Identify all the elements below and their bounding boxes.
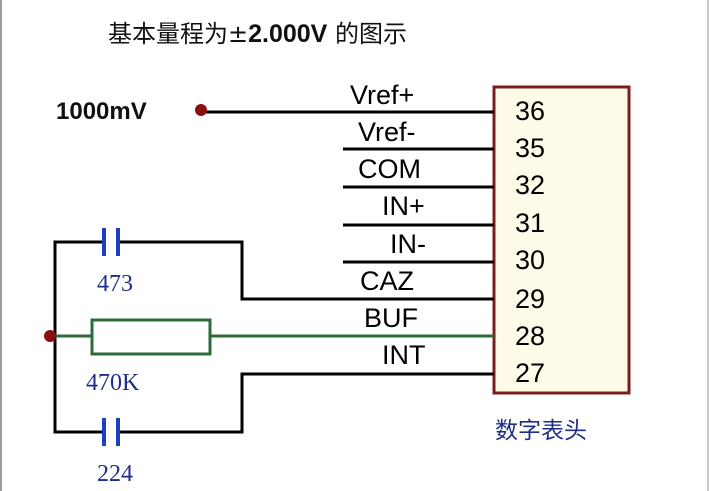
pin-name-vref-plus: Vref+ [350,80,415,110]
junction-node [44,330,56,342]
title-suffix: 的图示 [327,20,407,48]
resistor-470k-body [90,318,212,356]
pin-name-in-minus: IN- [390,229,426,259]
pin-number-28: 28 [515,321,546,351]
pin-name-int: INT [382,340,426,370]
chip-label: 数字表头 [495,418,587,444]
chip-body [492,85,631,395]
wire-int [118,372,494,434]
input-node [195,104,207,116]
capacitor-224-label: 224 [97,461,133,487]
pin-number-27: 27 [515,358,546,388]
pin-number-32: 32 [515,170,546,200]
pin-name-in-plus: IN+ [382,191,425,221]
frame-left-edge [0,0,2,491]
pin-number-29: 29 [515,284,546,314]
pin-number-31: 31 [515,208,546,238]
pin-name-com: COM [358,154,421,184]
pin-number-35: 35 [515,133,546,163]
pin-name-vref-minus: Vref- [358,117,416,147]
capacitor-473-label: 473 [97,271,133,297]
resistor-470k-label: 470K [86,370,140,396]
page-title: 基本量程为±2.000V 的图示 [108,22,407,47]
input-voltage-label: 1000mV [56,98,147,125]
title-prefix: 基本量程为± [108,20,249,48]
wire-caz [118,240,494,301]
title-value: 2.000V [248,20,328,48]
pin-name-caz: CAZ [360,266,414,296]
frame-right-edge [707,0,709,491]
pin-name-buf: BUF [364,303,418,333]
pin-number-30: 30 [515,245,546,275]
pin-number-36: 36 [515,96,546,126]
